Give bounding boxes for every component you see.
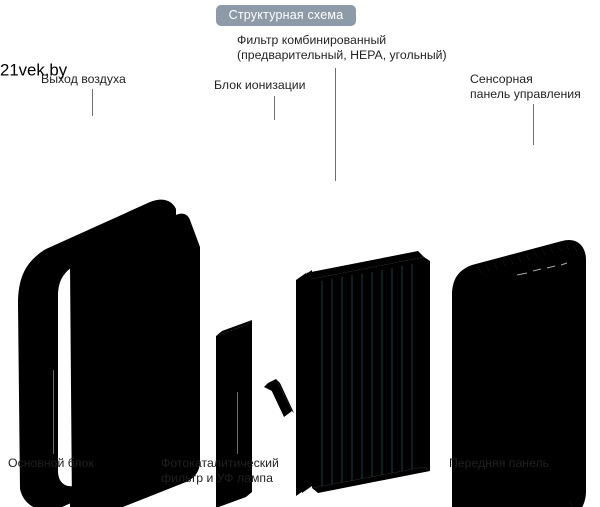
- loose-screws: [159, 367, 170, 395]
- leader-line-filter: [335, 68, 336, 181]
- leader-line-main-block: [53, 370, 54, 454]
- callout-air-outlet: Выход воздуха: [41, 72, 126, 87]
- part-front-panel: [452, 240, 586, 507]
- callout-photocatalytic-filter-line2: фильтр и УФ лампа: [161, 471, 273, 485]
- ionizer-icon[interactable]: [558, 267, 569, 279]
- callout-main-block: Основной блок: [8, 456, 94, 471]
- callout-air-outlet-text: Выход воздуха: [41, 72, 126, 86]
- callout-sensor-panel: Сенсорная панель управления: [470, 72, 581, 102]
- callout-photocatalytic-filter-line1: Фотокаталитический: [161, 456, 279, 470]
- callout-sensor-panel-line2: панель управления: [470, 87, 581, 101]
- callout-ionization-block-text: Блок ионизации: [214, 78, 306, 92]
- uv-icon[interactable]: [572, 263, 583, 275]
- part-combined-filter: [296, 251, 430, 497]
- callout-front-panel: Передняя панель: [449, 456, 549, 471]
- diagram-title-badge: Структурная схема: [216, 5, 356, 26]
- leader-line-photocatalytic: [237, 392, 238, 454]
- power-icon[interactable]: [513, 279, 524, 291]
- leader-line-air-out: [92, 89, 93, 116]
- callout-front-panel-text: Передняя панель: [449, 456, 550, 470]
- leader-line-sensor: [533, 104, 534, 145]
- chassis-bottom-slots: [100, 438, 180, 472]
- leader-line-ionization: [274, 96, 275, 120]
- touch-control-panel[interactable]: [513, 262, 583, 291]
- fan-impeller: [79, 298, 181, 407]
- chassis-screw-bosses: [77, 261, 191, 461]
- callout-combined-filter-line1: Фильтр комбинированный: [237, 33, 387, 47]
- callout-photocatalytic-filter: Фотокаталитический фильтр и УФ лампа: [161, 456, 279, 486]
- callout-sensor-panel-line1: Сенсорная: [470, 72, 533, 86]
- callout-main-block-text: Основной блок: [8, 456, 94, 470]
- timer-icon[interactable]: [544, 271, 555, 283]
- callout-combined-filter-line2: (предварительный, HEPA, угольный): [237, 48, 447, 62]
- fan-speed-icon[interactable]: [528, 276, 539, 288]
- part-uv-lamp: [264, 379, 294, 418]
- watermark-21vek-by: 21vek.by: [0, 61, 68, 80]
- part-main-body: [18, 200, 200, 507]
- watermark-text: 21vek.by: [0, 61, 68, 80]
- callout-ionization-block: Блок ионизации: [214, 78, 306, 93]
- callout-combined-filter: Фильтр комбинированный (предварительный,…: [237, 33, 447, 63]
- rear-vent-cluster: [152, 206, 189, 240]
- exploded-diagram-artwork: [18, 200, 586, 507]
